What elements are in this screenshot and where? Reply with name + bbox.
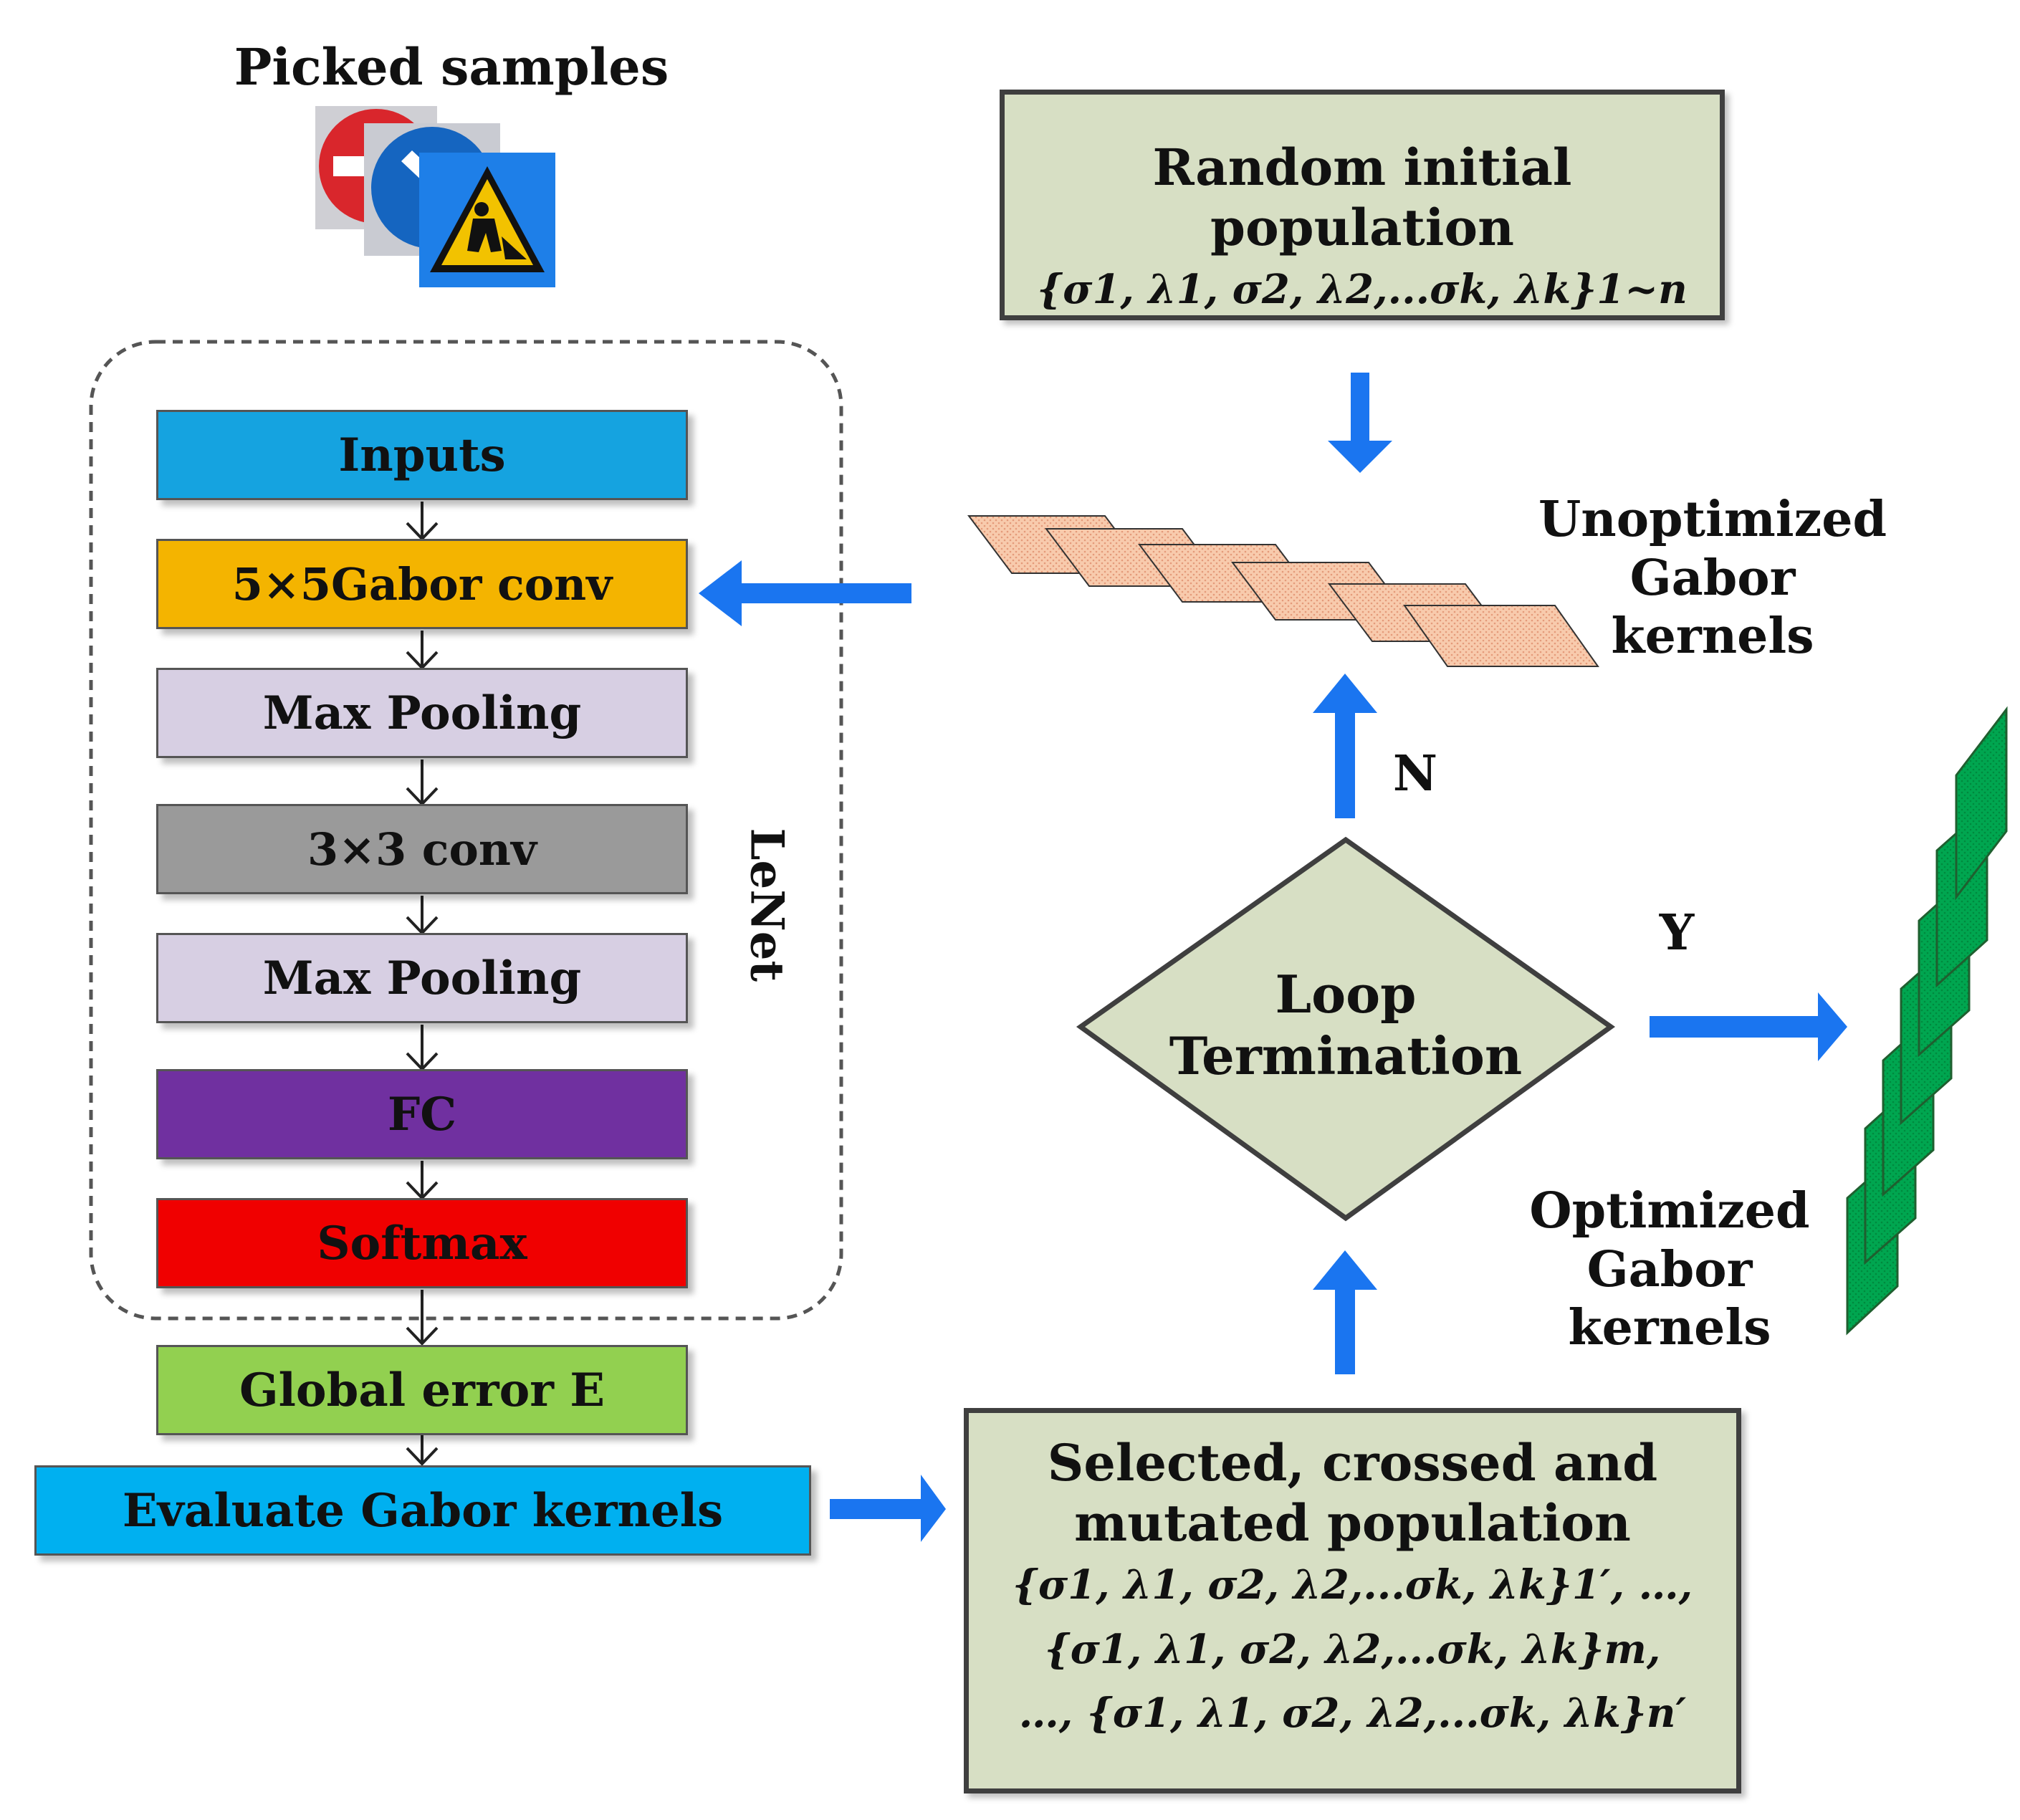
selected-population-formula1: {σ1, λ1, σ2, λ2,...σk, λk}1′, …, <box>1012 1561 1693 1609</box>
global-error-box: Global error E <box>156 1345 688 1435</box>
random-population-title: Random initial population <box>1152 138 1572 257</box>
unoptimized-kernels-label: Unoptimized Gabor kernels <box>1526 491 1899 666</box>
layer-inputs: Inputs <box>156 410 688 500</box>
road-work-sign-image <box>419 153 555 287</box>
random-population-box: Random initial population {σ1, λ1, σ2, λ… <box>1000 90 1725 320</box>
optimized-line2: Gabor kernels <box>1568 1240 1771 1357</box>
no-branch-label: N <box>1392 745 1438 803</box>
arrow-up-to-loop <box>1313 1250 1377 1374</box>
optimized-line1: Optimized <box>1529 1182 1810 1240</box>
arrow-left-to-gabor-conv <box>699 560 911 626</box>
layer-max-pooling-1: Max Pooling <box>156 668 688 758</box>
lenet-label: LeNet <box>739 828 794 982</box>
selected-population-line1: Selected, crossed and <box>1047 1433 1658 1493</box>
selected-population-box: Selected, crossed and mutated population… <box>964 1408 1741 1793</box>
selected-population-line2: mutated population <box>1074 1493 1631 1553</box>
selected-population-formula2: {σ1, λ1, σ2, λ2,...σk, λk}m, <box>1044 1625 1661 1673</box>
optimized-kernels <box>1846 706 2008 1336</box>
arrow-right-to-selected <box>830 1475 946 1542</box>
picked-samples-title: Picked samples <box>234 37 669 97</box>
selected-population-formula3: …, {σ1, λ1, σ2, λ2,...σk, λk}n′ <box>1018 1690 1687 1738</box>
arrow-up-no-branch <box>1313 674 1377 818</box>
layer-softmax: Softmax <box>156 1198 688 1288</box>
arrow-right-yes-branch <box>1650 992 1847 1061</box>
loop-termination-diamond <box>1076 836 1616 1222</box>
layer-gabor-conv: 5×5Gabor conv <box>156 539 688 629</box>
lenet-dashed-frame <box>89 340 843 1321</box>
layer-max-pooling-2: Max Pooling <box>156 933 688 1023</box>
unoptimized-line2: Gabor kernels <box>1611 549 1814 666</box>
arrow-down-to-unoptimized <box>1328 373 1392 473</box>
optimized-kernels-label: Optimized Gabor kernels <box>1490 1182 1849 1358</box>
sample-images <box>315 106 555 287</box>
unoptimized-line1: Unoptimized <box>1538 491 1887 548</box>
random-population-formula: {σ1, λ1, σ2, λ2,...σk, λk}1~n <box>1037 266 1688 313</box>
loop-line2: Termination <box>1169 1025 1523 1087</box>
unoptimized-kernels <box>967 515 1599 667</box>
layer-fc: FC <box>156 1069 688 1159</box>
yes-branch-label: Y <box>1659 904 1695 962</box>
evaluate-kernels-box: Evaluate Gabor kernels <box>34 1465 811 1556</box>
layer-3x3-conv: 3×3 conv <box>156 804 688 894</box>
blue-arrows <box>699 373 1847 1542</box>
loop-termination-label: Loop Termination <box>1152 964 1539 1088</box>
loop-line1: Loop <box>1275 964 1417 1025</box>
